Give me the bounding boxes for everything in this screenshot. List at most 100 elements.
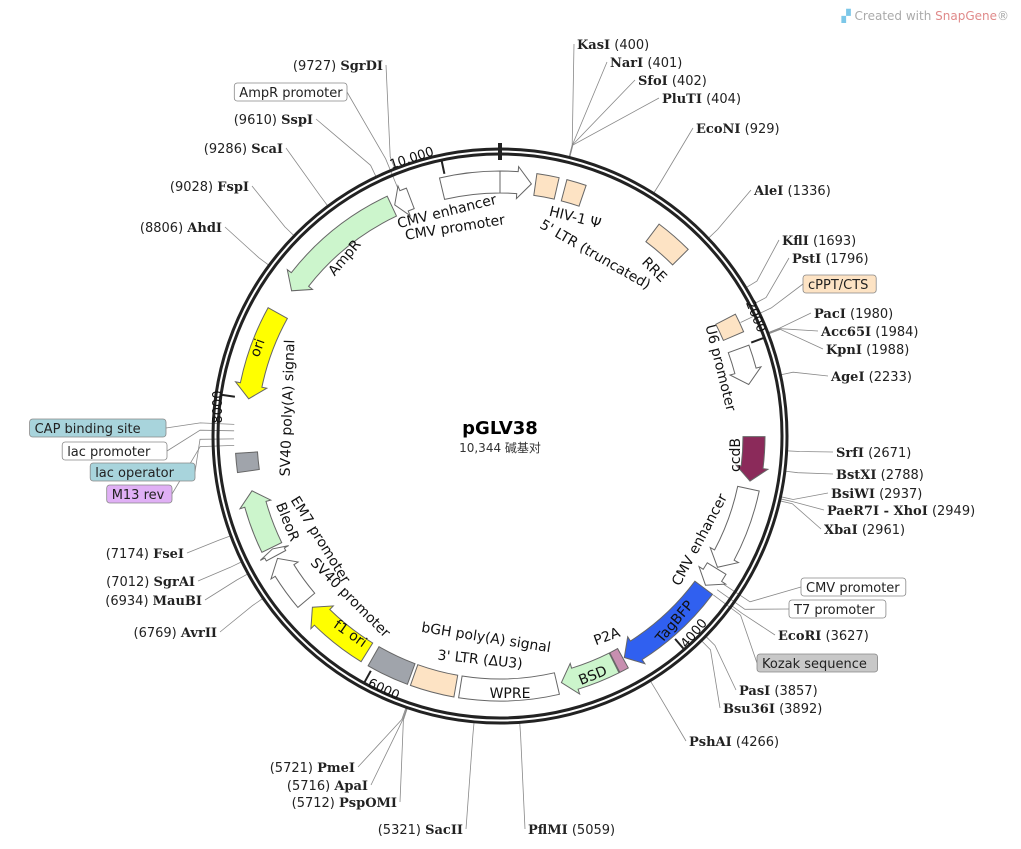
site-position: 9727 [298,59,331,74]
site-position: 5059 [577,823,610,838]
restriction-site[interactable]: AgeI (2233) [830,370,912,385]
feature-p2a[interactable] [609,647,629,674]
restriction-site[interactable]: (9610) SspI [234,113,313,128]
feature-wpre[interactable] [458,672,561,702]
callout-line [713,594,758,664]
site-position: 1796 [830,252,863,267]
feature-cmv-promoter[interactable] [499,165,533,200]
feature-sv40-poly-a-signal[interactable] [235,451,260,474]
feature-cppt-cts[interactable] [715,313,745,342]
callout-box[interactable] [788,599,887,619]
restriction-site[interactable]: PacI (1980) [814,307,893,322]
callout-box[interactable] [233,82,348,102]
paren: ( [774,684,779,699]
restriction-site[interactable]: (8806) AhdI [140,221,222,236]
restriction-site[interactable]: (7012) SgrAI [106,575,195,590]
callout-box[interactable] [61,441,168,461]
restriction-site[interactable]: Acc65I (1984) [820,325,918,340]
restriction-site[interactable]: (7174) FseI [106,547,184,562]
restriction-site[interactable]: (9727) SgrDI [293,59,383,74]
paren: ( [825,252,830,267]
restriction-site[interactable]: (6934) MauBI [105,594,202,609]
paren: ) [907,370,912,385]
callout-box[interactable] [802,274,877,294]
feature-bgh-poly-a-signal[interactable] [367,646,416,685]
restriction-site[interactable]: (5716) ApaI [287,779,368,794]
restriction-site[interactable]: SfoI (402) [638,74,707,89]
watermark-brand: SnapGene [935,9,997,23]
site-line [779,500,822,530]
feature-bsd[interactable] [560,652,620,696]
restriction-site[interactable]: PstI (1796) [792,252,869,267]
restriction-site[interactable]: KasI (400) [577,38,649,53]
site-line [731,605,776,636]
feature-cmv-enhancer[interactable] [709,485,760,568]
restriction-site[interactable]: (9286) ScaI [204,142,283,157]
feature-hiv-1-[interactable] [560,178,587,207]
feature-ccdb[interactable] [734,436,770,482]
site-position: 1988 [871,343,904,358]
feature-bleor[interactable] [238,490,283,553]
feature-cmv-promoter[interactable] [698,562,728,586]
site-position: 7012 [111,575,144,590]
site-name: EcoRI [778,629,821,644]
feature-u6-promoter[interactable] [727,344,763,386]
callout-box[interactable] [89,462,196,482]
restriction-site[interactable]: (5712) PspOMI [292,796,397,811]
site-position: 5716 [292,779,325,794]
restriction-site[interactable]: PasI (3857) [739,684,818,699]
feature-em7-promoter[interactable] [259,545,289,562]
site-position: 9286 [209,142,242,157]
callout-box[interactable] [800,577,907,597]
paren: ) [906,446,911,461]
feature-ampr[interactable] [286,195,398,292]
site-position: 2961 [867,523,900,538]
site-line [186,535,232,554]
restriction-site[interactable]: Bsu36I (3892) [723,702,822,717]
restriction-site[interactable]: BsiWI (2937) [831,487,922,502]
site-name: Acc65I [820,325,871,340]
restriction-site[interactable]: KpnI (1988) [826,343,909,358]
feature-3-ltr-u3-[interactable] [409,664,459,698]
restriction-site[interactable]: NarI (401) [610,56,682,71]
paren: ) [900,523,905,538]
restriction-site[interactable]: XbaI (2961) [824,523,905,538]
feature-ori[interactable] [234,307,289,400]
callout-box[interactable] [756,653,878,673]
callout-box[interactable] [106,484,173,504]
restriction-site[interactable]: BstXI (2788) [836,468,924,483]
paren: ) [325,779,330,794]
paren: ) [919,468,924,483]
restriction-site[interactable]: (5321) SacII [378,823,463,838]
restriction-site[interactable]: EcoRI (3627) [778,629,869,644]
paren: ) [736,92,741,107]
feature-5-ltr-truncated-[interactable] [533,173,560,200]
restriction-site[interactable]: (6769) AvrII [133,626,217,641]
paren: ) [330,796,335,811]
paren: ) [178,221,183,236]
restriction-site[interactable]: KflI (1693) [782,234,856,249]
feature-ampr-promoter[interactable] [394,184,415,217]
restriction-site[interactable]: PluTI (404) [662,92,741,107]
feature-sv40-promoter[interactable] [270,557,316,609]
site-line [465,721,475,830]
site-position: 2671 [873,446,906,461]
restriction-site[interactable]: PshAI (4266) [689,735,779,750]
restriction-site[interactable]: PflMI (5059) [528,823,615,838]
callout-box[interactable] [29,418,167,438]
site-line [569,97,660,158]
callout-label: lac operator [95,466,174,481]
restriction-site[interactable]: (9028) FspI [170,180,249,195]
feature-rre[interactable] [645,223,689,266]
feature-f1-ori[interactable] [310,605,374,663]
restriction-site[interactable]: (5721) PmeI [270,761,355,776]
site-line [519,722,526,830]
site-name: EcoNI [696,122,740,137]
restriction-site[interactable]: AleI (1336) [753,184,831,199]
callout-line [166,429,235,452]
feature-tagbfp[interactable] [623,580,714,665]
site-position: 1980 [855,307,888,322]
restriction-site[interactable]: SrfI (2671) [836,446,911,461]
restriction-site[interactable]: PaeR7I - XhoI (2949) [827,504,975,519]
restriction-site[interactable]: EcoNI (929) [696,122,780,137]
